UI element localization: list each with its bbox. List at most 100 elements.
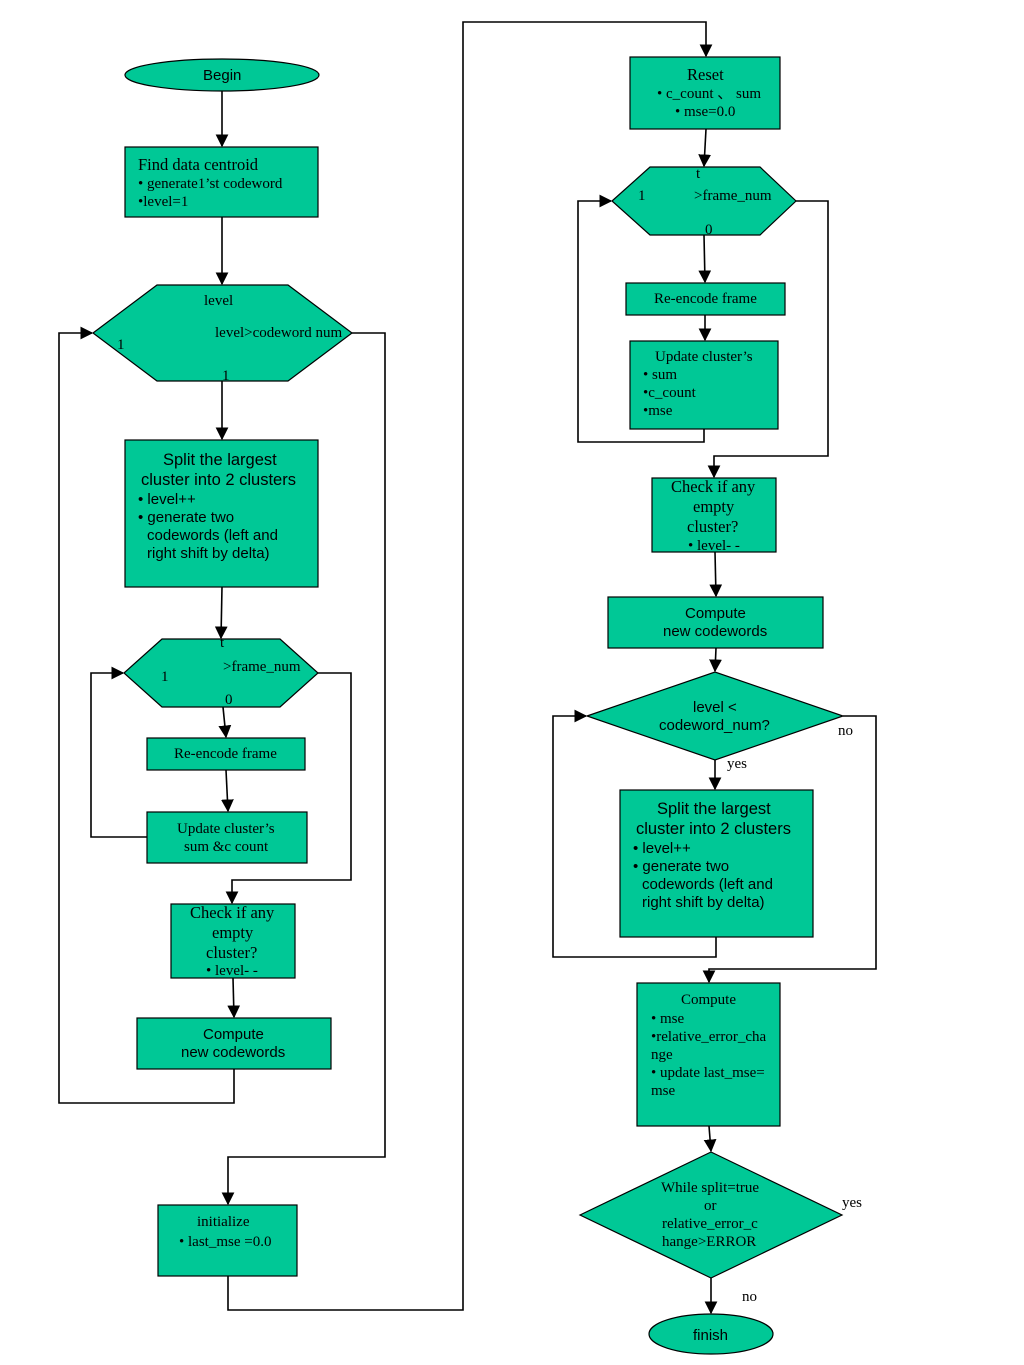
update1-line2: sum &c count bbox=[184, 839, 269, 855]
edge-check2-to-compute2 bbox=[709, 551, 723, 598]
split-cluster-box-2 bbox=[619, 789, 814, 938]
compute-mse-line2: • mse bbox=[651, 1011, 685, 1027]
while-decision-diamond bbox=[578, 1151, 844, 1279]
edge-label-yes-1: yes bbox=[727, 756, 747, 772]
compute-mse-line6: mse bbox=[651, 1083, 676, 1099]
split2-line2: cluster into 2 clusters bbox=[636, 820, 791, 838]
split2-line4: • generate two bbox=[633, 858, 730, 875]
check-empty1-line3: cluster? bbox=[206, 943, 258, 962]
compute2-line1: Compute bbox=[685, 605, 746, 622]
frame-loop2-top-label: t bbox=[696, 166, 701, 182]
split1-line1: Split the largest bbox=[163, 451, 277, 469]
reset-line1: Reset bbox=[687, 65, 724, 84]
check-empty1-line4: • level- - bbox=[206, 963, 258, 979]
compute-codewords-box-2 bbox=[607, 596, 824, 649]
while-decision-line4: hange>ERROR bbox=[662, 1234, 757, 1250]
initialize-line1: initialize bbox=[197, 1214, 250, 1230]
split1-line4: • generate two bbox=[138, 509, 235, 526]
while-decision-line3: relative_error_c bbox=[662, 1216, 758, 1232]
compute-mse-line5: • update last_mse= bbox=[651, 1065, 765, 1081]
frame-loop1-left-label: 1 bbox=[161, 669, 169, 685]
level-check-left-label: 1 bbox=[117, 337, 125, 353]
split2-line5: codewords (left and bbox=[642, 876, 773, 893]
compute1-line2: new codewords bbox=[181, 1044, 286, 1061]
frame-loop1-right-label: >frame_num bbox=[223, 659, 301, 675]
check-empty2-line4: • level- - bbox=[688, 538, 740, 554]
split1-line5: codewords (left and bbox=[147, 527, 278, 544]
level-check-bottom-label: 1 bbox=[222, 368, 230, 384]
edge-split-to-frameloop bbox=[214, 586, 228, 640]
compute-mse-line3: •relative_error_cha bbox=[651, 1029, 767, 1045]
edge-label-yes-2: yes bbox=[842, 1195, 862, 1211]
edge-frameloop2-to-reencode bbox=[698, 234, 712, 284]
reencode1-label: Re-encode frame bbox=[174, 746, 277, 762]
edge-compute2-to-decision bbox=[709, 647, 722, 673]
compute-codewords-box-1 bbox=[136, 1017, 332, 1070]
compute-mse-line1: Compute bbox=[681, 992, 736, 1008]
edge-check-to-compute bbox=[227, 977, 241, 1019]
check-empty2-line1: Check if any bbox=[671, 477, 756, 496]
frame-loop1-bottom-label: 0 bbox=[225, 692, 233, 708]
find-centroid-title: Find data centroid bbox=[138, 155, 259, 174]
compute2-line2: new codewords bbox=[663, 623, 768, 640]
find-centroid-box bbox=[124, 146, 319, 218]
edge-initialize-to-reset bbox=[227, 21, 713, 1311]
edge-label-no-2: no bbox=[742, 1289, 757, 1305]
frame-loop2-left-label: 1 bbox=[638, 188, 646, 204]
edge-frameloop-exit bbox=[225, 672, 352, 905]
frame-loop2-right-label: >frame_num bbox=[694, 188, 772, 204]
update-cluster-box-2 bbox=[629, 340, 779, 430]
check-empty2-line2: empty bbox=[693, 497, 735, 516]
level-decision-line2: codeword_num? bbox=[659, 717, 770, 734]
edge-frameloop-to-reencode bbox=[218, 706, 232, 739]
compute-mse-box bbox=[636, 982, 781, 1127]
edge-update2-loop-back bbox=[577, 194, 705, 443]
reencode-frame-box-1 bbox=[146, 737, 306, 771]
edge-label-no-1: no bbox=[838, 723, 853, 739]
find-centroid-line1: • generate1’st codeword bbox=[138, 176, 283, 192]
compute1-line1: Compute bbox=[203, 1026, 264, 1043]
level-decision-line1: level < bbox=[693, 699, 737, 716]
initialize-box bbox=[157, 1204, 298, 1277]
begin-label: Begin bbox=[203, 67, 242, 84]
edge-compute-loop-back bbox=[58, 326, 235, 1104]
reset-line2: • c_count 、 sum bbox=[657, 86, 761, 102]
compute-mse-line4: nge bbox=[651, 1047, 673, 1063]
frame-loop1-top-label: t bbox=[220, 635, 225, 651]
edge-level-exit bbox=[221, 332, 386, 1206]
while-decision-line1: While split=true bbox=[661, 1180, 760, 1196]
update2-line3: •c_count bbox=[643, 385, 696, 401]
edge-reencode-to-update bbox=[221, 769, 234, 813]
split1-line6: right shift by delta) bbox=[147, 545, 270, 562]
level-decision-diamond bbox=[585, 671, 845, 761]
check-empty1-line1: Check if any bbox=[190, 903, 275, 922]
split2-line6: right shift by delta) bbox=[642, 894, 765, 911]
check-empty-box-2 bbox=[651, 477, 777, 553]
reencode2-label: Re-encode frame bbox=[654, 291, 757, 307]
find-centroid-line2: •level=1 bbox=[138, 194, 189, 210]
edge-frameloop2-exit bbox=[707, 200, 829, 479]
reset-box bbox=[629, 56, 781, 130]
level-check-top-label: level bbox=[204, 293, 234, 309]
reset-line3: • mse=0.0 bbox=[675, 104, 736, 120]
edge-update-loop-back bbox=[90, 666, 147, 838]
edge-split2-loop-back bbox=[552, 709, 717, 958]
initialize-line2: • last_mse =0.0 bbox=[179, 1234, 272, 1250]
frame-loop2-bottom-label: 0 bbox=[705, 222, 713, 238]
level-check-right-label: level>codeword num bbox=[215, 325, 343, 341]
check-empty-box-1 bbox=[170, 903, 296, 979]
split1-line3: • level++ bbox=[138, 491, 196, 508]
update1-line1: Update cluster’s bbox=[177, 821, 275, 837]
edge-reset-to-frameloop bbox=[698, 128, 712, 168]
edge-mse-to-while bbox=[703, 1125, 717, 1153]
update2-line4: •mse bbox=[643, 403, 673, 419]
edge-decision-no bbox=[702, 715, 877, 984]
while-decision-line2: or bbox=[704, 1198, 717, 1214]
check-empty1-line2: empty bbox=[212, 923, 254, 942]
update-cluster-box-1 bbox=[146, 811, 308, 864]
split1-line2: cluster into 2 clusters bbox=[141, 471, 296, 489]
update2-line1: Update cluster’s bbox=[655, 349, 753, 365]
split2-line3: • level++ bbox=[633, 840, 691, 857]
